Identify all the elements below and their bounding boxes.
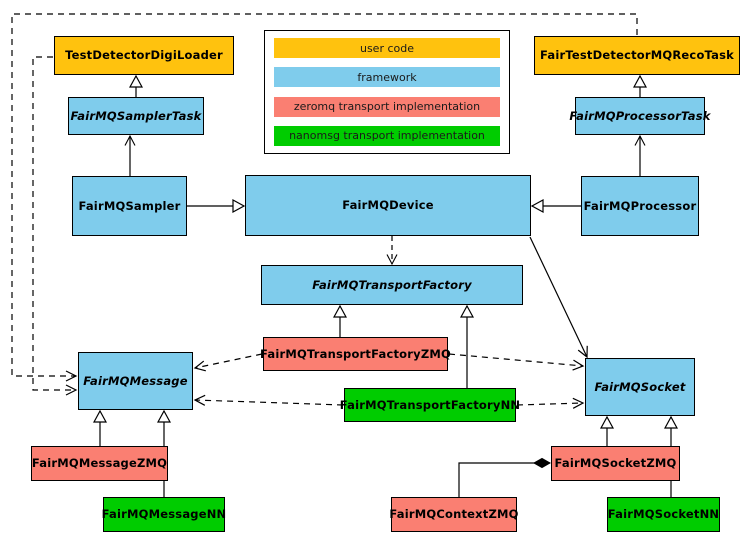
class-node-FairMQProcessorTask[interactable]: FairMQProcessorTask [569,97,710,135]
legend-label-framework: framework [357,70,417,84]
class-node-FairMQMessageNN[interactable]: FairMQMessageNN [101,497,227,532]
legend-box: user code framework zeromq transport imp… [264,30,510,154]
legend-label-nanomsg: nanomsg transport implementation [289,129,485,143]
class-node-label: FairMQProcessor [583,198,697,213]
legend-item-framework: framework [274,67,500,88]
class-node-FairMQTransportFactoryNN[interactable]: FairMQTransportFactoryNN [340,388,520,422]
class-node-label: TestDetectorDigiLoader [65,48,223,63]
class-node-FairMQTransportFactoryZMQ[interactable]: FairMQTransportFactoryZMQ [260,337,452,371]
class-node-FairMQSocket[interactable]: FairMQSocket [585,358,695,416]
edge-factoryzmq-to-socket [448,353,585,371]
class-node-label: FairMQSocketZMQ [554,456,677,471]
class-node-FairMQContextZMQ[interactable]: FairMQContextZMQ [389,497,519,532]
class-node-FairMQProcessor[interactable]: FairMQProcessor [581,176,699,236]
class-node-label: FairMQSampler [78,198,181,213]
class-node-FairMQTransportFactory[interactable]: FairMQTransportFactory [261,265,523,305]
class-node-FairMQSamplerTask[interactable]: FairMQSamplerTask [68,97,204,135]
class-node-label: FairMQProcessorTask [569,108,711,123]
class-node-label: FairMQSamplerTask [70,108,202,123]
class-node-label: FairMQTransportFactoryNN [339,397,521,412]
edge-contextzmq-to-socketzmq [458,463,550,497]
class-node-FairMQSocketNN[interactable]: FairMQSocketNN [607,497,720,532]
class-node-label: FairMQSocketNN [607,507,720,522]
edge-factorynn-to-message [193,394,344,406]
class-node-FairMQDevice[interactable]: FairMQDevice [245,175,531,236]
edge-factorynn-to-socket [516,397,585,409]
class-node-FairMQMessage[interactable]: FairMQMessage [78,352,193,410]
class-node-label: FairMQTransportFactory [312,277,472,292]
class-node-label: FairTestDetectorMQRecoTask [540,48,734,63]
edge-factoryzmq-to-message [193,353,263,372]
class-node-label: FairMQSocket [594,379,686,394]
legend-label-zeromq: zeromq transport implementation [293,100,481,114]
class-node-FairMQSampler[interactable]: FairMQSampler [72,176,187,236]
legend-item-nanomsg: nanomsg transport implementation [274,125,500,146]
legend-label-user-code: user code [359,41,415,55]
class-node-label: FairMQDevice [342,198,434,213]
class-node-label: FairMQTransportFactoryZMQ [260,346,452,361]
class-node-FairMQSocketZMQ[interactable]: FairMQSocketZMQ [551,446,680,481]
class-node-FairTestDetectorMQRecoTask[interactable]: FairTestDetectorMQRecoTask [534,36,740,75]
class-node-label: FairMQContextZMQ [389,507,519,522]
class-node-TestDetectorDigiLoader[interactable]: TestDetectorDigiLoader [54,36,234,75]
class-node-label: FairMQMessageNN [101,507,227,522]
edge-device-to-socket [529,236,588,359]
class-node-label: FairMQMessageZMQ [31,456,168,471]
legend-item-user-code: user code [274,38,500,58]
legend-item-zeromq: zeromq transport implementation [274,96,500,117]
class-node-label: FairMQMessage [83,373,188,388]
class-node-FairMQMessageZMQ[interactable]: FairMQMessageZMQ [31,446,168,481]
